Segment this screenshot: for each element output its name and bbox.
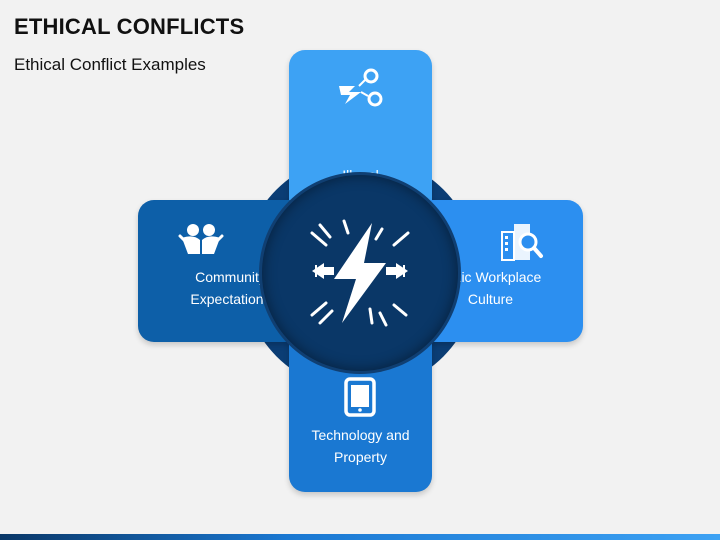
center-hub <box>262 175 458 371</box>
handcuffs-icon <box>335 66 385 115</box>
card-technology-and-property-label: Technology and Property <box>311 427 410 465</box>
people-hug-icon <box>178 222 224 263</box>
footer-accent-bar <box>0 534 720 540</box>
slide-title: ETHICAL CONFLICTS <box>14 14 245 39</box>
building-search-icon <box>498 220 544 267</box>
tablet-icon <box>343 377 377 422</box>
slide-subtitle: Ethical Conflict Examples <box>14 55 206 74</box>
card-community-expectations-label: Community Expectations <box>190 269 271 307</box>
